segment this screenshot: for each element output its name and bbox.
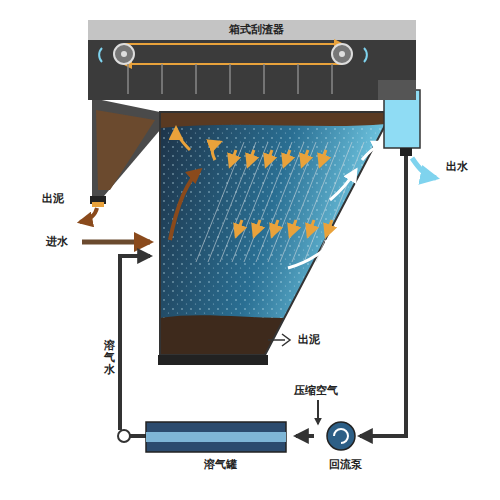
settle-arrow	[266, 150, 272, 166]
settle-arrow	[290, 220, 296, 236]
clear-water-arrow	[362, 142, 384, 160]
flow-label: 出泥	[296, 333, 322, 346]
flow-label: 出泥	[40, 192, 66, 205]
settle-arrow	[302, 150, 308, 166]
release-valve	[118, 430, 130, 442]
housing-end	[378, 80, 416, 100]
scraper-box: 箱式刮渣器	[88, 20, 424, 100]
tank-body	[146, 422, 286, 452]
tank-base	[158, 355, 268, 365]
plate	[196, 142, 244, 262]
settle-arrow	[308, 220, 314, 236]
bottom-outlet	[268, 334, 290, 346]
settle-arrow	[284, 150, 290, 166]
rise-arrow	[212, 142, 220, 160]
node-label: 箱式刮渣器	[88, 20, 424, 37]
pump-rotor	[334, 429, 348, 443]
settle-arrow	[326, 220, 332, 236]
tank-band	[146, 432, 286, 442]
node-label: 溶气罐	[144, 420, 296, 472]
scraper-blade	[229, 64, 231, 94]
rotation-mark	[99, 48, 102, 62]
recycle-pump: 回流泵	[314, 420, 376, 478]
rotation-mark	[364, 48, 367, 62]
scraper-blade	[127, 64, 129, 94]
sprocket	[332, 44, 352, 64]
outflow-arrow	[412, 158, 436, 178]
sludge-arrow	[80, 208, 97, 222]
belt	[124, 43, 342, 45]
scraper-blade	[195, 64, 197, 94]
sprocket	[114, 44, 134, 64]
sludge-chute	[92, 98, 160, 196]
saturation-tank: 溶气罐	[144, 420, 296, 478]
plate	[304, 142, 352, 262]
scraper-blade	[297, 64, 299, 94]
flotation-tank	[160, 112, 392, 355]
scraper-blade	[331, 64, 333, 94]
sprocket-hub	[121, 51, 127, 57]
settle-arrow	[230, 150, 236, 166]
sprocket-hub	[339, 51, 345, 57]
plate	[232, 142, 280, 262]
air-pipe	[317, 400, 319, 424]
plate	[208, 142, 256, 262]
clear-water-arrow	[288, 238, 338, 268]
inflow-swirl	[170, 170, 200, 240]
scraper-blade	[161, 64, 163, 94]
flow-label: 压缩空气	[292, 384, 340, 397]
plate	[220, 142, 268, 262]
settle-arrow	[272, 220, 278, 236]
outlet-valve	[92, 202, 104, 207]
plate	[280, 142, 328, 262]
plate	[244, 142, 292, 262]
node-label: 回流泵	[314, 420, 376, 472]
saturated-water-pipe	[120, 256, 150, 430]
plate	[316, 142, 364, 262]
settle-arrow	[320, 150, 326, 166]
bottom-sludge	[160, 315, 284, 355]
settle-arrow	[236, 220, 242, 236]
flow-label: 出水	[444, 160, 470, 173]
settle-arrow	[254, 220, 260, 236]
housing	[88, 40, 416, 100]
clear-water-arrow	[330, 170, 356, 200]
plate	[256, 142, 304, 262]
belt	[124, 63, 342, 65]
scraper-blade	[263, 64, 265, 94]
rise-arrow	[176, 128, 190, 150]
pump-body	[327, 422, 355, 450]
pipe-label: 溶气水	[102, 340, 117, 376]
flow-arrows	[170, 128, 384, 268]
pipe-connector	[296, 434, 314, 438]
plate	[268, 142, 316, 262]
tank-wall	[160, 112, 392, 355]
inlet-pipe	[82, 240, 150, 245]
sludge-in-chute	[96, 110, 155, 190]
inclined-plates	[196, 142, 364, 262]
micro-bubbles	[160, 112, 392, 355]
float-sludge-layer	[160, 112, 392, 128]
settle-arrow	[248, 150, 254, 166]
outlet-pipe	[400, 148, 412, 156]
flow-label: 进水	[44, 235, 70, 248]
return-pipe	[360, 156, 406, 436]
